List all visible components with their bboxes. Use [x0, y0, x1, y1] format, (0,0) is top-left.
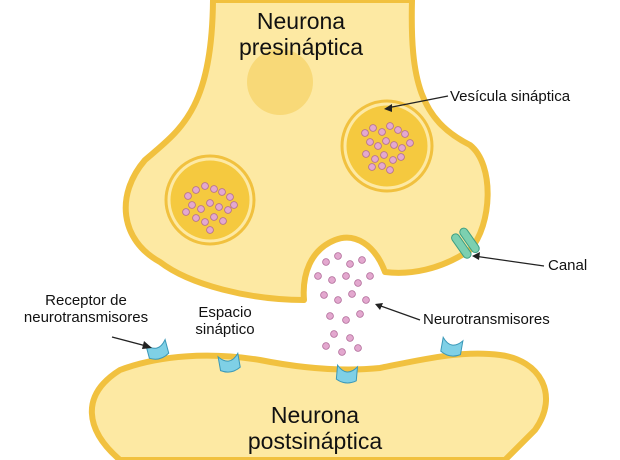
receptor-label-line1: Receptor de [45, 292, 127, 309]
neurotransmitter-dot-icon [362, 150, 370, 158]
neurotransmitter-dot-icon [182, 208, 190, 216]
neurotransmitters-label: Neurotransmisores [423, 311, 550, 328]
presynaptic-label: Neurona presináptica [236, 8, 366, 61]
neurotransmitter-dot-icon [342, 272, 350, 280]
neurotransmitter-dot-icon [366, 138, 374, 146]
neurotransmitter-dot-icon [374, 142, 382, 150]
neurotransmitter-dot-icon [342, 316, 350, 324]
neurotransmitter-dot-icon [362, 296, 370, 304]
neurotransmitter-dot-icon [398, 144, 406, 152]
neurotransmitter-dot-icon [192, 214, 200, 222]
arrowhead-neurotransmitters [375, 303, 383, 310]
channel-label: Canal [548, 257, 588, 274]
channel-icon [451, 227, 480, 259]
neurotransmitter-dot-icon [188, 201, 196, 209]
neurotransmitter-dot-icon [215, 203, 223, 211]
neurotransmitter-dot-icon [201, 218, 209, 226]
postsynaptic-label: Neurona postsináptica [240, 402, 390, 455]
neurotransmitter-dot-icon [382, 137, 390, 145]
neurotransmitter-dot-icon [334, 296, 342, 304]
neurotransmitter-dot-icon [386, 166, 394, 174]
vesicle-label: Vesícula sináptica [450, 88, 571, 105]
nucleus [247, 49, 313, 115]
receptor-label: Receptor de neurotransmisores [6, 292, 166, 327]
receptor-icon [440, 335, 464, 357]
neurotransmitter-dot-icon [386, 122, 394, 130]
presynaptic-label-line1: Neurona [256, 8, 346, 34]
neurotransmitter-dot-icon [378, 162, 386, 170]
neurotransmitter-dot-icon [346, 334, 354, 342]
receptor-label-line2: neurotransmisores [23, 309, 149, 327]
vesicle-icon [340, 99, 434, 193]
postsynaptic-label-line2: postsináptica [247, 428, 383, 455]
neurotransmitter-dot-icon [330, 330, 338, 338]
neurotransmitter-dot-icon [366, 272, 374, 280]
arrowhead-channel [472, 252, 480, 260]
neurotransmitter-dot-icon [371, 155, 379, 163]
neurotransmitter-dots [182, 122, 414, 356]
receptor-icon [144, 338, 170, 360]
neurotransmitter-dot-icon [390, 141, 398, 149]
neurotransmitter-dot-icon [338, 348, 346, 356]
neurotransmitter-dot-icon [361, 129, 369, 137]
neurotransmitter-dot-icon [206, 199, 214, 207]
neurotransmitter-dot-icon [206, 226, 214, 234]
postsynaptic-neuron [88, 350, 549, 460]
neurotransmitter-dot-icon [354, 344, 362, 352]
neurotransmitter-dot-icon [356, 310, 364, 318]
arrowhead-vesicle [384, 104, 392, 112]
neurotransmitter-dot-icon [184, 192, 192, 200]
neurotransmitter-dot-icon [230, 201, 238, 209]
receptor-icon [217, 351, 241, 373]
neurotransmitter-dot-icon [197, 205, 205, 213]
neurotransmitter-dot-icon [326, 312, 334, 320]
postsynaptic-label-line1: Neurona [270, 402, 360, 428]
neurotransmitter-dot-icon [369, 124, 377, 132]
neurotransmitter-dot-icon [394, 126, 402, 134]
neurotransmitter-dot-icon [354, 279, 362, 287]
neurotransmitter-dot-icon [378, 128, 386, 136]
neurotransmitter-dot-icon [201, 182, 209, 190]
presynaptic-label-line2: presináptica [238, 34, 364, 61]
neurotransmitter-dot-icon [226, 193, 234, 201]
neurotransmitter-dot-icon [406, 139, 414, 147]
neurotransmitter-dot-icon [401, 130, 409, 138]
neurotransmitter-dot-icon [192, 186, 200, 194]
neurotransmitter-dot-icon [320, 291, 328, 299]
cleft-label-line1: Espacio [198, 304, 252, 321]
neurotransmitter-dot-icon [210, 185, 218, 193]
neurotransmitter-dot-icon [210, 213, 218, 221]
neurotransmitter-dot-icon [334, 252, 342, 260]
leader-line-vesicle [386, 95, 449, 109]
neurotransmitter-dot-icon [314, 272, 322, 280]
neurotransmitter-dot-icon [218, 188, 226, 196]
neurotransmitter-dot-icon [346, 260, 354, 268]
receptor-icon [335, 363, 359, 384]
leader-line-neurotransmitters [377, 304, 421, 321]
neurotransmitter-dot-icon [368, 163, 376, 171]
neurotransmitter-dot-icon [389, 156, 397, 164]
neurotransmitter-dot-icon [358, 256, 366, 264]
arrowhead-receptor [142, 341, 152, 349]
cleft-label: Espacio sináptico [180, 304, 270, 339]
cleft-label-line2: sináptico [195, 321, 255, 339]
leader-line-channel [473, 255, 545, 267]
neurotransmitter-dot-icon [219, 217, 227, 225]
neurotransmitter-dot-icon [348, 290, 356, 298]
neurotransmitter-dot-icon [322, 258, 330, 266]
neurotransmitter-dot-icon [397, 153, 405, 161]
neurotransmitter-dot-icon [380, 151, 388, 159]
neurotransmitter-dot-icon [224, 206, 232, 214]
neurotransmitter-dot-icon [322, 342, 330, 350]
neurotransmitter-dot-icon [328, 276, 336, 284]
